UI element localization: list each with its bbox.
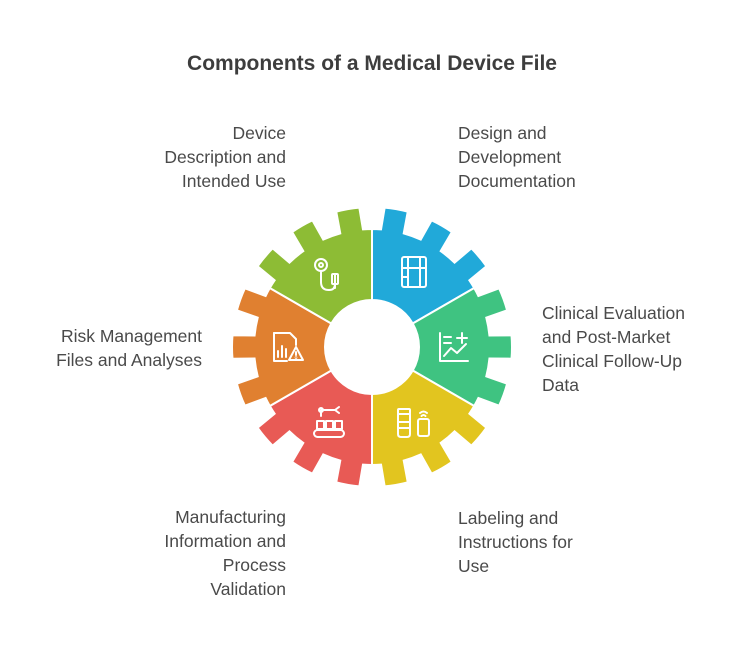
diagram-title: Components of a Medical Device File <box>187 52 557 75</box>
label-risk-management: Risk Management Files and Analyses <box>56 326 202 370</box>
label-device-description: Device Description and Intended Use <box>164 123 286 191</box>
blueprint-icon <box>401 256 427 288</box>
gear-center-hole <box>325 300 419 394</box>
label-clinical-evaluation: Clinical Evaluation and Post-Market Clin… <box>542 303 685 395</box>
label-design-development: Design and Development Documentation <box>458 123 576 191</box>
chart-plus-icon <box>439 332 469 362</box>
label-labeling: Labeling and Instructions for Use <box>458 508 573 576</box>
label-manufacturing: Manufacturing Information and Process Va… <box>164 507 286 599</box>
bottle-tag-icon <box>397 408 430 438</box>
stethoscope-icon <box>314 258 339 291</box>
document-warning-icon <box>273 332 304 362</box>
conveyor-robot-icon <box>313 406 345 438</box>
